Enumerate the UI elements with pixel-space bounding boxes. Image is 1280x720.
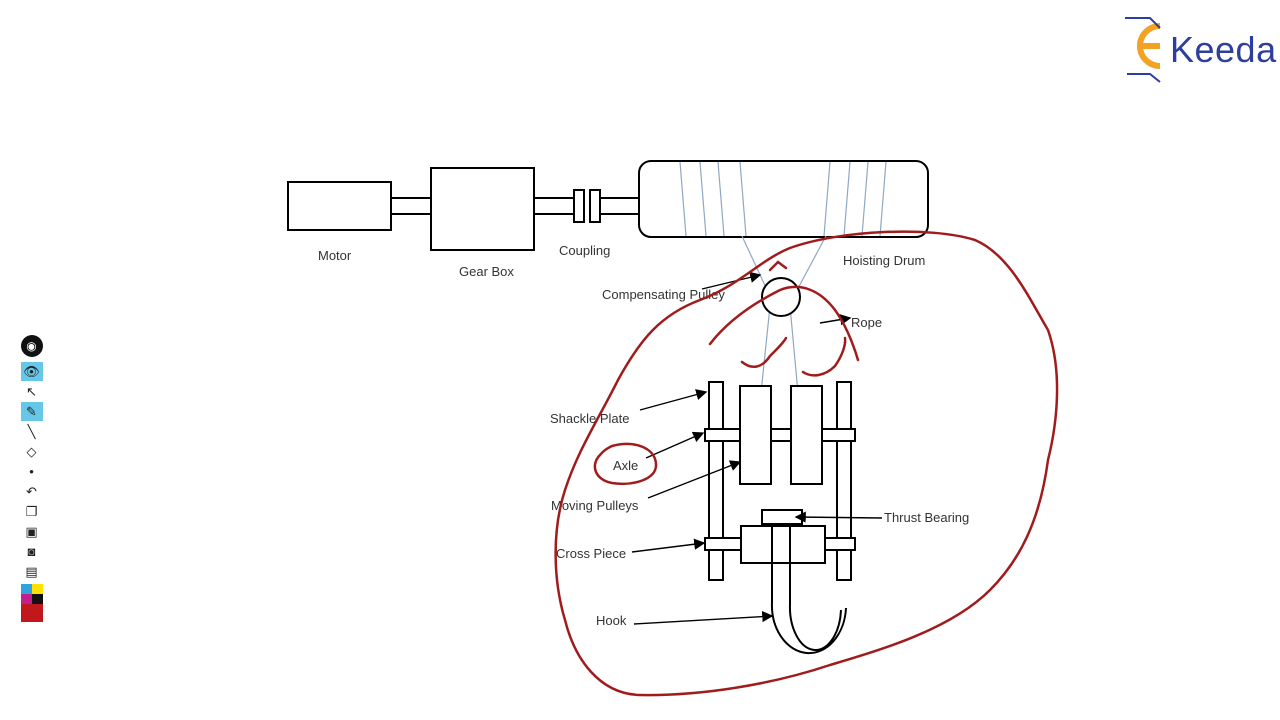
label-axle: Axle xyxy=(613,458,638,473)
screen-icon[interactable]: ▣ xyxy=(25,524,38,539)
undo-icon[interactable]: ↶ xyxy=(26,484,37,499)
color-swatch-magenta[interactable] xyxy=(20,594,32,604)
rope-mark-stroke-2 xyxy=(740,336,788,369)
eraser-icon[interactable]: ◇ xyxy=(26,444,37,459)
color-swatch-blue[interactable] xyxy=(20,584,32,594)
annotation-ink xyxy=(554,230,1059,697)
clipboard-icon[interactable]: ▤ xyxy=(25,564,38,579)
pointer-icon[interactable]: ↖ xyxy=(26,384,37,399)
logo-text: Keeda xyxy=(1170,29,1277,70)
cross-piece-block xyxy=(740,525,826,564)
rope-wraps xyxy=(679,161,887,237)
drum-shaft xyxy=(599,197,641,215)
motor-shaft xyxy=(390,197,432,215)
label-cross-piece: Cross Piece xyxy=(556,546,626,561)
drive-train xyxy=(287,160,929,251)
hoisting-drum xyxy=(638,160,929,238)
toolbar-logo-icon[interactable]: ◉ xyxy=(20,335,43,357)
label-moving-pulleys: Moving Pulleys xyxy=(551,498,639,513)
color-swatch-yellow[interactable] xyxy=(31,584,43,594)
copy-icon[interactable]: ❐ xyxy=(25,504,38,519)
big-loop-stroke xyxy=(554,230,1059,697)
hook-block xyxy=(704,381,856,655)
label-shackle-plate: Shackle Plate xyxy=(550,411,630,426)
label-thrust-bearing: Thrust Bearing xyxy=(884,510,969,525)
axle xyxy=(704,428,856,442)
current-color-swatch[interactable] xyxy=(20,604,43,622)
coupling-right xyxy=(589,189,601,223)
labels: Motor Gear Box Coupling Hoisting Drum Co… xyxy=(318,243,969,628)
ekeeda-logo: Keeda xyxy=(1125,17,1277,83)
hook-shape xyxy=(770,524,847,655)
motor-box xyxy=(287,181,392,231)
dot-icon[interactable]: • xyxy=(29,464,34,479)
label-coupling: Coupling xyxy=(559,243,610,258)
color-swatch-black[interactable] xyxy=(31,594,43,604)
label-hoisting-drum: Hoisting Drum xyxy=(843,253,925,268)
highlighter-icon[interactable]: ✎ xyxy=(20,402,43,421)
label-hook: Hook xyxy=(596,613,627,628)
color-palette xyxy=(20,584,43,622)
logo-circuit xyxy=(1125,17,1161,83)
rope-mark-stroke xyxy=(708,285,860,362)
gearbox-box xyxy=(430,167,535,251)
rope-mark-stroke-4 xyxy=(768,260,788,272)
label-rope: Rope xyxy=(851,315,882,330)
eye-icon[interactable]: 👁 xyxy=(20,362,43,381)
label-gearbox: Gear Box xyxy=(459,264,514,279)
leader-arrows xyxy=(631,271,883,625)
label-compensating-pulley: Compensating Pulley xyxy=(602,287,725,302)
line-icon[interactable]: ╲ xyxy=(27,424,36,439)
moving-pulley-right xyxy=(790,385,823,485)
rope-mark-stroke-3 xyxy=(801,336,847,377)
moving-pulley-left xyxy=(739,385,772,485)
coupling-left xyxy=(573,189,585,223)
camera-icon[interactable]: ◙ xyxy=(27,544,36,559)
label-motor: Motor xyxy=(318,248,352,263)
axle-circle-stroke xyxy=(593,442,658,485)
gearbox-shaft xyxy=(533,197,575,215)
annotation-toolbar: ◉ 👁 ↖ ✎ ╲ ◇ • ↶ ❐ ▣ ◙ ▤ xyxy=(19,335,44,622)
